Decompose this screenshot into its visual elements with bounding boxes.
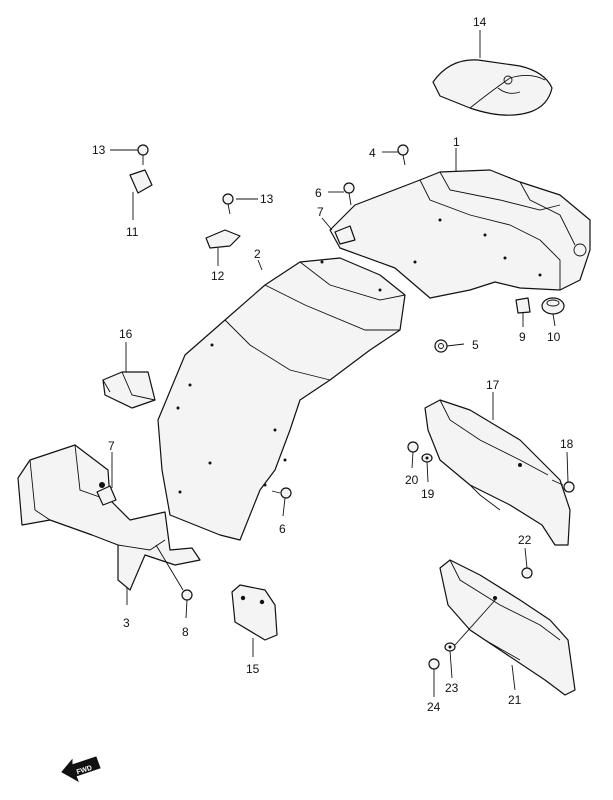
callout-17: 17 <box>486 378 500 392</box>
part-4-bolt[interactable] <box>397 144 409 166</box>
callout-9: 9 <box>519 330 526 344</box>
part-21-side-bracket-lower[interactable] <box>439 559 576 696</box>
callout-labels: 1 2 3 4 5 6 6 7 7 8 9 10 11 12 13 13 14 … <box>92 15 574 714</box>
forward-arrow-label: FWD <box>76 765 93 777</box>
callout-19: 19 <box>421 487 435 501</box>
callout-3: 3 <box>123 616 130 630</box>
callout-16: 16 <box>119 327 133 341</box>
callout-4: 4 <box>369 146 376 160</box>
part-23-washer[interactable] <box>444 642 456 652</box>
callout-13-lower: 13 <box>260 192 274 206</box>
callout-5: 5 <box>472 338 479 352</box>
part-8-bolt[interactable] <box>181 589 193 601</box>
callout-7-upper: 7 <box>317 205 324 219</box>
callout-24: 24 <box>427 700 441 714</box>
part-13-bolt-lower[interactable] <box>222 193 234 215</box>
part-22-bolt[interactable] <box>521 567 533 579</box>
part-13-bolt-upper[interactable] <box>137 144 149 165</box>
part-10-grommet[interactable] <box>541 297 565 315</box>
callout-6-upper: 6 <box>315 186 322 200</box>
callout-20: 20 <box>405 473 419 487</box>
part-5-nut[interactable] <box>434 339 448 353</box>
callout-8: 8 <box>182 625 189 639</box>
callout-12: 12 <box>211 269 225 283</box>
part-1-rear-fender-upper[interactable] <box>329 169 591 299</box>
part-6-bolt-lower[interactable] <box>271 487 292 499</box>
part-11-bracket[interactable] <box>129 169 153 194</box>
callout-13-upper: 13 <box>92 143 106 157</box>
callout-11: 11 <box>126 225 139 239</box>
part-17-side-bracket[interactable] <box>424 399 571 546</box>
callout-21: 21 <box>508 693 522 707</box>
part-19-washer[interactable] <box>421 453 433 463</box>
part-18-bolt[interactable] <box>551 479 575 493</box>
callout-23: 23 <box>445 681 459 695</box>
callout-14: 14 <box>473 15 487 29</box>
callout-22: 22 <box>518 533 532 547</box>
part-16-clamp[interactable] <box>102 371 156 409</box>
part-24-nut[interactable] <box>428 658 440 670</box>
callout-15: 15 <box>246 662 260 676</box>
part-2-rear-fender[interactable] <box>157 257 406 541</box>
callout-2: 2 <box>254 247 261 261</box>
callout-7-lower: 7 <box>108 439 115 453</box>
part-7-clip-lower[interactable] <box>96 485 117 506</box>
callout-6-lower: 6 <box>279 522 286 536</box>
part-20-nut[interactable] <box>407 441 419 453</box>
callout-18: 18 <box>560 437 574 451</box>
part-9-clip[interactable] <box>515 297 531 314</box>
callout-10: 10 <box>547 330 561 344</box>
part-7-clip-upper[interactable] <box>334 225 356 245</box>
part-12-bracket[interactable] <box>205 229 241 249</box>
forward-arrow-icon: FWD <box>61 756 101 783</box>
callout-1: 1 <box>453 135 460 149</box>
leader-lines <box>110 30 569 697</box>
part-6-bolt-upper[interactable] <box>343 182 355 206</box>
part-15-plate[interactable] <box>231 584 278 641</box>
part-14-cover[interactable] <box>432 59 553 116</box>
